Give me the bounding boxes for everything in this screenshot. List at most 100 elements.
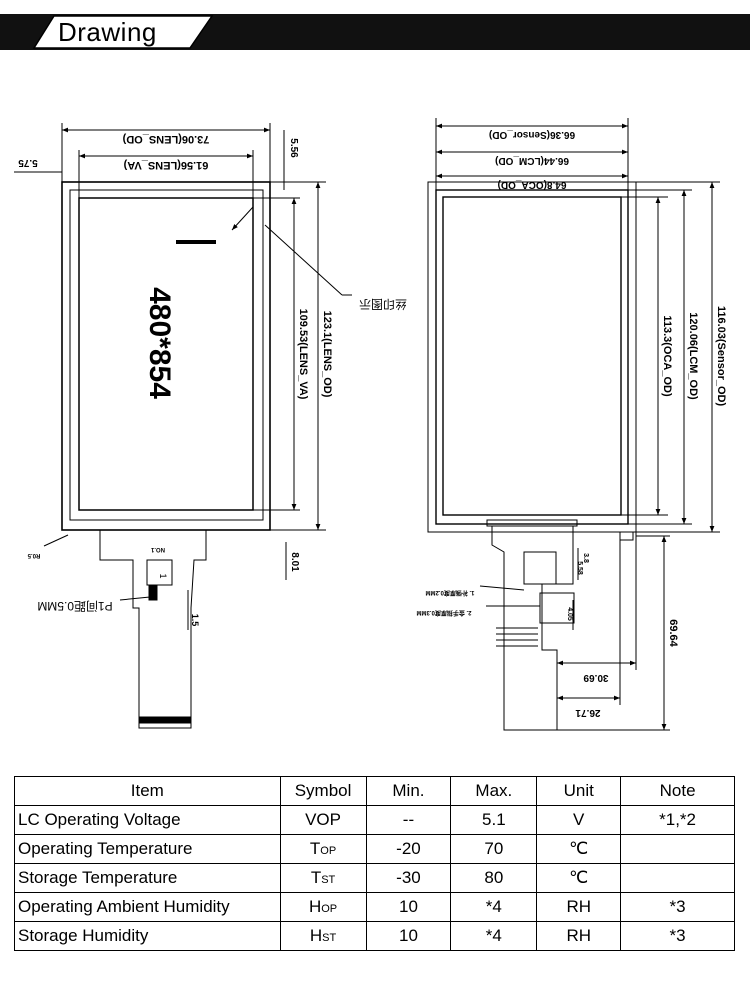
cell-item: Operating Ambient Humidity <box>14 892 281 922</box>
cell-min: 10 <box>365 892 452 922</box>
cell-min: -20 <box>365 834 452 864</box>
fpc-label: NO.1 <box>150 546 165 552</box>
back-fpc-bond <box>486 519 578 527</box>
back-sensor-outline <box>427 181 637 533</box>
section-header-tab <box>32 15 214 49</box>
ratings-table: Item Symbol Min. Max. Unit Note LC Opera… <box>14 776 735 951</box>
table-row: Operating Temperature TOP -20 70 ℃ <box>14 834 735 864</box>
dim-right-small: 5.56 <box>288 138 299 158</box>
symbol-main: H <box>309 926 323 945</box>
table-row: Storage Humidity HST 10 *4 RH *3 <box>14 921 735 951</box>
technical-drawing: 480*854 73.06(LENS_OD) 61.56(LENS_VA) 5.… <box>14 118 727 731</box>
cell-note: *1,*2 <box>620 805 735 835</box>
header-min: Min. <box>365 776 452 806</box>
table-row: Operating Ambient Humidity HOP 10 *4 RH … <box>14 892 735 922</box>
cell-max: 80 <box>450 863 538 893</box>
cell-unit: ℃ <box>536 834 622 864</box>
cell-symbol: HOP <box>279 892 367 922</box>
cell-item: Storage Temperature <box>14 863 281 893</box>
dim-height-lens-od: 123.1(LENS_OD) <box>321 311 333 398</box>
note-gold-finger: 2. 金手指厚度0.3MM <box>416 609 471 617</box>
header-max: Max. <box>450 776 538 806</box>
front-lens-inner <box>69 189 264 521</box>
cell-note <box>620 863 735 893</box>
back-tab <box>619 532 634 541</box>
back-fpc-outline <box>491 526 574 731</box>
cell-max: 70 <box>450 834 538 864</box>
back-texts: 66.36(Sensor_OD) 66.44(LCM_OD) 64.8(OCA_… <box>416 129 727 718</box>
front-fpc-outline <box>99 530 207 729</box>
table-row: LC Operating Voltage VOP -- 5.1 V *1,*2 <box>14 805 735 835</box>
print-note: 丝印图示 <box>359 297 407 311</box>
dim-bottom-small: 8.01 <box>289 552 300 572</box>
dim-height-lcm: 120.06(LCM_OD) <box>687 312 699 400</box>
cell-min: 10 <box>365 921 452 951</box>
back-view <box>427 118 720 731</box>
resolution-label: 480*854 <box>143 287 176 399</box>
cell-symbol: TOP <box>279 834 367 864</box>
cell-symbol: TST <box>279 863 367 893</box>
dim-fpc-w2: 26.71 <box>575 707 600 718</box>
table-row: Storage Temperature TST -30 80 ℃ <box>14 863 735 893</box>
cell-item: Operating Temperature <box>14 834 281 864</box>
symbol-main: T <box>310 868 322 887</box>
cell-unit: V <box>536 805 622 835</box>
cell-max: 5.1 <box>450 805 538 835</box>
cell-item: Storage Humidity <box>14 921 281 951</box>
symbol-main: H <box>308 897 322 916</box>
dim-lens-va: 61.56(LENS_VA) <box>123 159 208 171</box>
back-tail-hatch <box>496 627 538 647</box>
cell-note: *3 <box>620 892 735 922</box>
dim-height-lens-va: 109.53(LENS_VA) <box>297 309 309 400</box>
symbol-sub: ST <box>321 874 336 886</box>
dim-small-a: 3.8 <box>582 553 589 563</box>
cell-note: *3 <box>620 921 735 951</box>
front-fpc-marker-box <box>146 559 173 586</box>
dim-small-c: 4.05 <box>566 607 573 621</box>
corner-note: R0.5 <box>27 552 40 558</box>
front-fpc-contacts <box>139 716 191 724</box>
cell-unit: RH <box>536 892 622 922</box>
tail-marker: 1 <box>158 573 168 578</box>
dim-height-oca: 113.3(OCA_OD) <box>661 315 673 397</box>
cell-unit: RH <box>536 921 622 951</box>
cell-max: *4 <box>450 921 538 951</box>
back-oca-outline <box>442 196 622 516</box>
front-fpc-chip <box>148 585 158 601</box>
symbol-main: T <box>309 839 321 858</box>
back-stiffener <box>539 592 575 624</box>
cell-symbol: VOP <box>279 805 367 835</box>
back-ic <box>523 551 557 585</box>
front-texts: 480*854 73.06(LENS_OD) 61.56(LENS_VA) 5.… <box>18 133 407 626</box>
symbol-sub: OP <box>321 903 338 915</box>
back-lcm-outline <box>435 189 629 525</box>
dim-left-small: 5.75 <box>18 157 38 168</box>
front-print-mark <box>176 240 216 244</box>
symbol-sub: OP <box>320 845 337 857</box>
header-note: Note <box>620 776 735 806</box>
cell-min: -- <box>365 805 452 835</box>
tail-dim: 1.5 <box>190 614 200 627</box>
dim-height-sensor: 116.03(Sensor_OD) <box>715 306 727 407</box>
cell-max: *4 <box>450 892 538 922</box>
dim-oca-od: 64.8(OCA_OD) <box>498 179 567 190</box>
dim-sensor-od: 66.36(Sensor_OD) <box>489 129 575 140</box>
symbol-sub: ST <box>322 932 337 944</box>
cell-min: -30 <box>365 863 452 893</box>
connector-note: P1间距0.5MM <box>37 599 112 613</box>
front-active-area <box>78 197 254 511</box>
dim-lcm-od: 66.44(LCM_OD) <box>495 155 569 166</box>
cell-item: LC Operating Voltage <box>14 805 281 835</box>
cell-unit: ℃ <box>536 863 622 893</box>
front-view <box>14 123 352 729</box>
dim-lens-od: 73.06(LENS_OD) <box>122 133 209 145</box>
cell-note <box>620 834 735 864</box>
note-stiffener: 1. 补强厚度0.2MM <box>425 589 474 597</box>
dim-fpc-w1: 30.69 <box>583 672 608 683</box>
dim-small-b: 5.58 <box>576 561 583 575</box>
header-item: Item <box>14 776 281 806</box>
dim-fpc-length: 69.64 <box>667 619 679 647</box>
header-symbol: Symbol <box>279 776 367 806</box>
cell-symbol: HST <box>279 921 367 951</box>
section-title: Drawing <box>58 17 157 47</box>
